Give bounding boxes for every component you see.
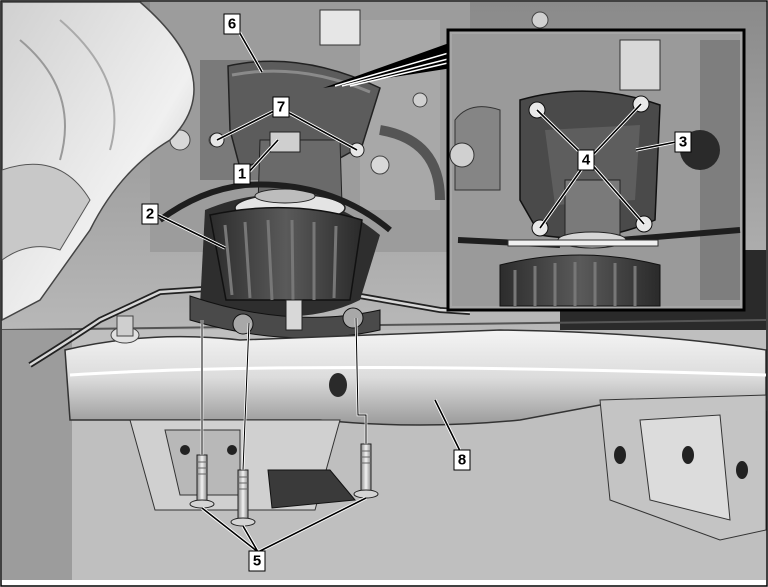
callout-7: 7 [272, 96, 290, 118]
callout-7-label: 7 [277, 99, 285, 116]
inset-detail-view [323, 28, 746, 312]
callout-4: 4 [577, 149, 595, 171]
lower-bracket [267, 469, 356, 509]
mount-center-bolt [269, 131, 301, 153]
callout-5-label: 5 [253, 553, 261, 570]
callout-4-label: 4 [582, 152, 591, 169]
callout-8-label: 8 [458, 452, 466, 469]
engine-mount [189, 139, 381, 339]
exhaust-heat-shield [1, 1, 195, 322]
bolt-middle [230, 469, 256, 527]
coolant-hose [158, 181, 392, 233]
callout-3: 3 [674, 131, 692, 153]
callout-1: 1 [233, 163, 251, 185]
callout-5: 5 [248, 550, 266, 572]
callout-2: 2 [141, 203, 159, 225]
underbody-left [2, 330, 72, 580]
bolts-5 [189, 317, 379, 527]
callout-8: 8 [453, 449, 471, 471]
inset-pointer [323, 42, 452, 88]
callout-1-label: 1 [238, 166, 246, 183]
callout-6: 6 [223, 13, 241, 35]
bolt-left [189, 454, 215, 509]
callout-6-label: 6 [228, 16, 236, 33]
callout-3-label: 3 [679, 134, 687, 151]
leader-lines [155, 29, 677, 554]
callout-2-label: 2 [146, 206, 154, 223]
